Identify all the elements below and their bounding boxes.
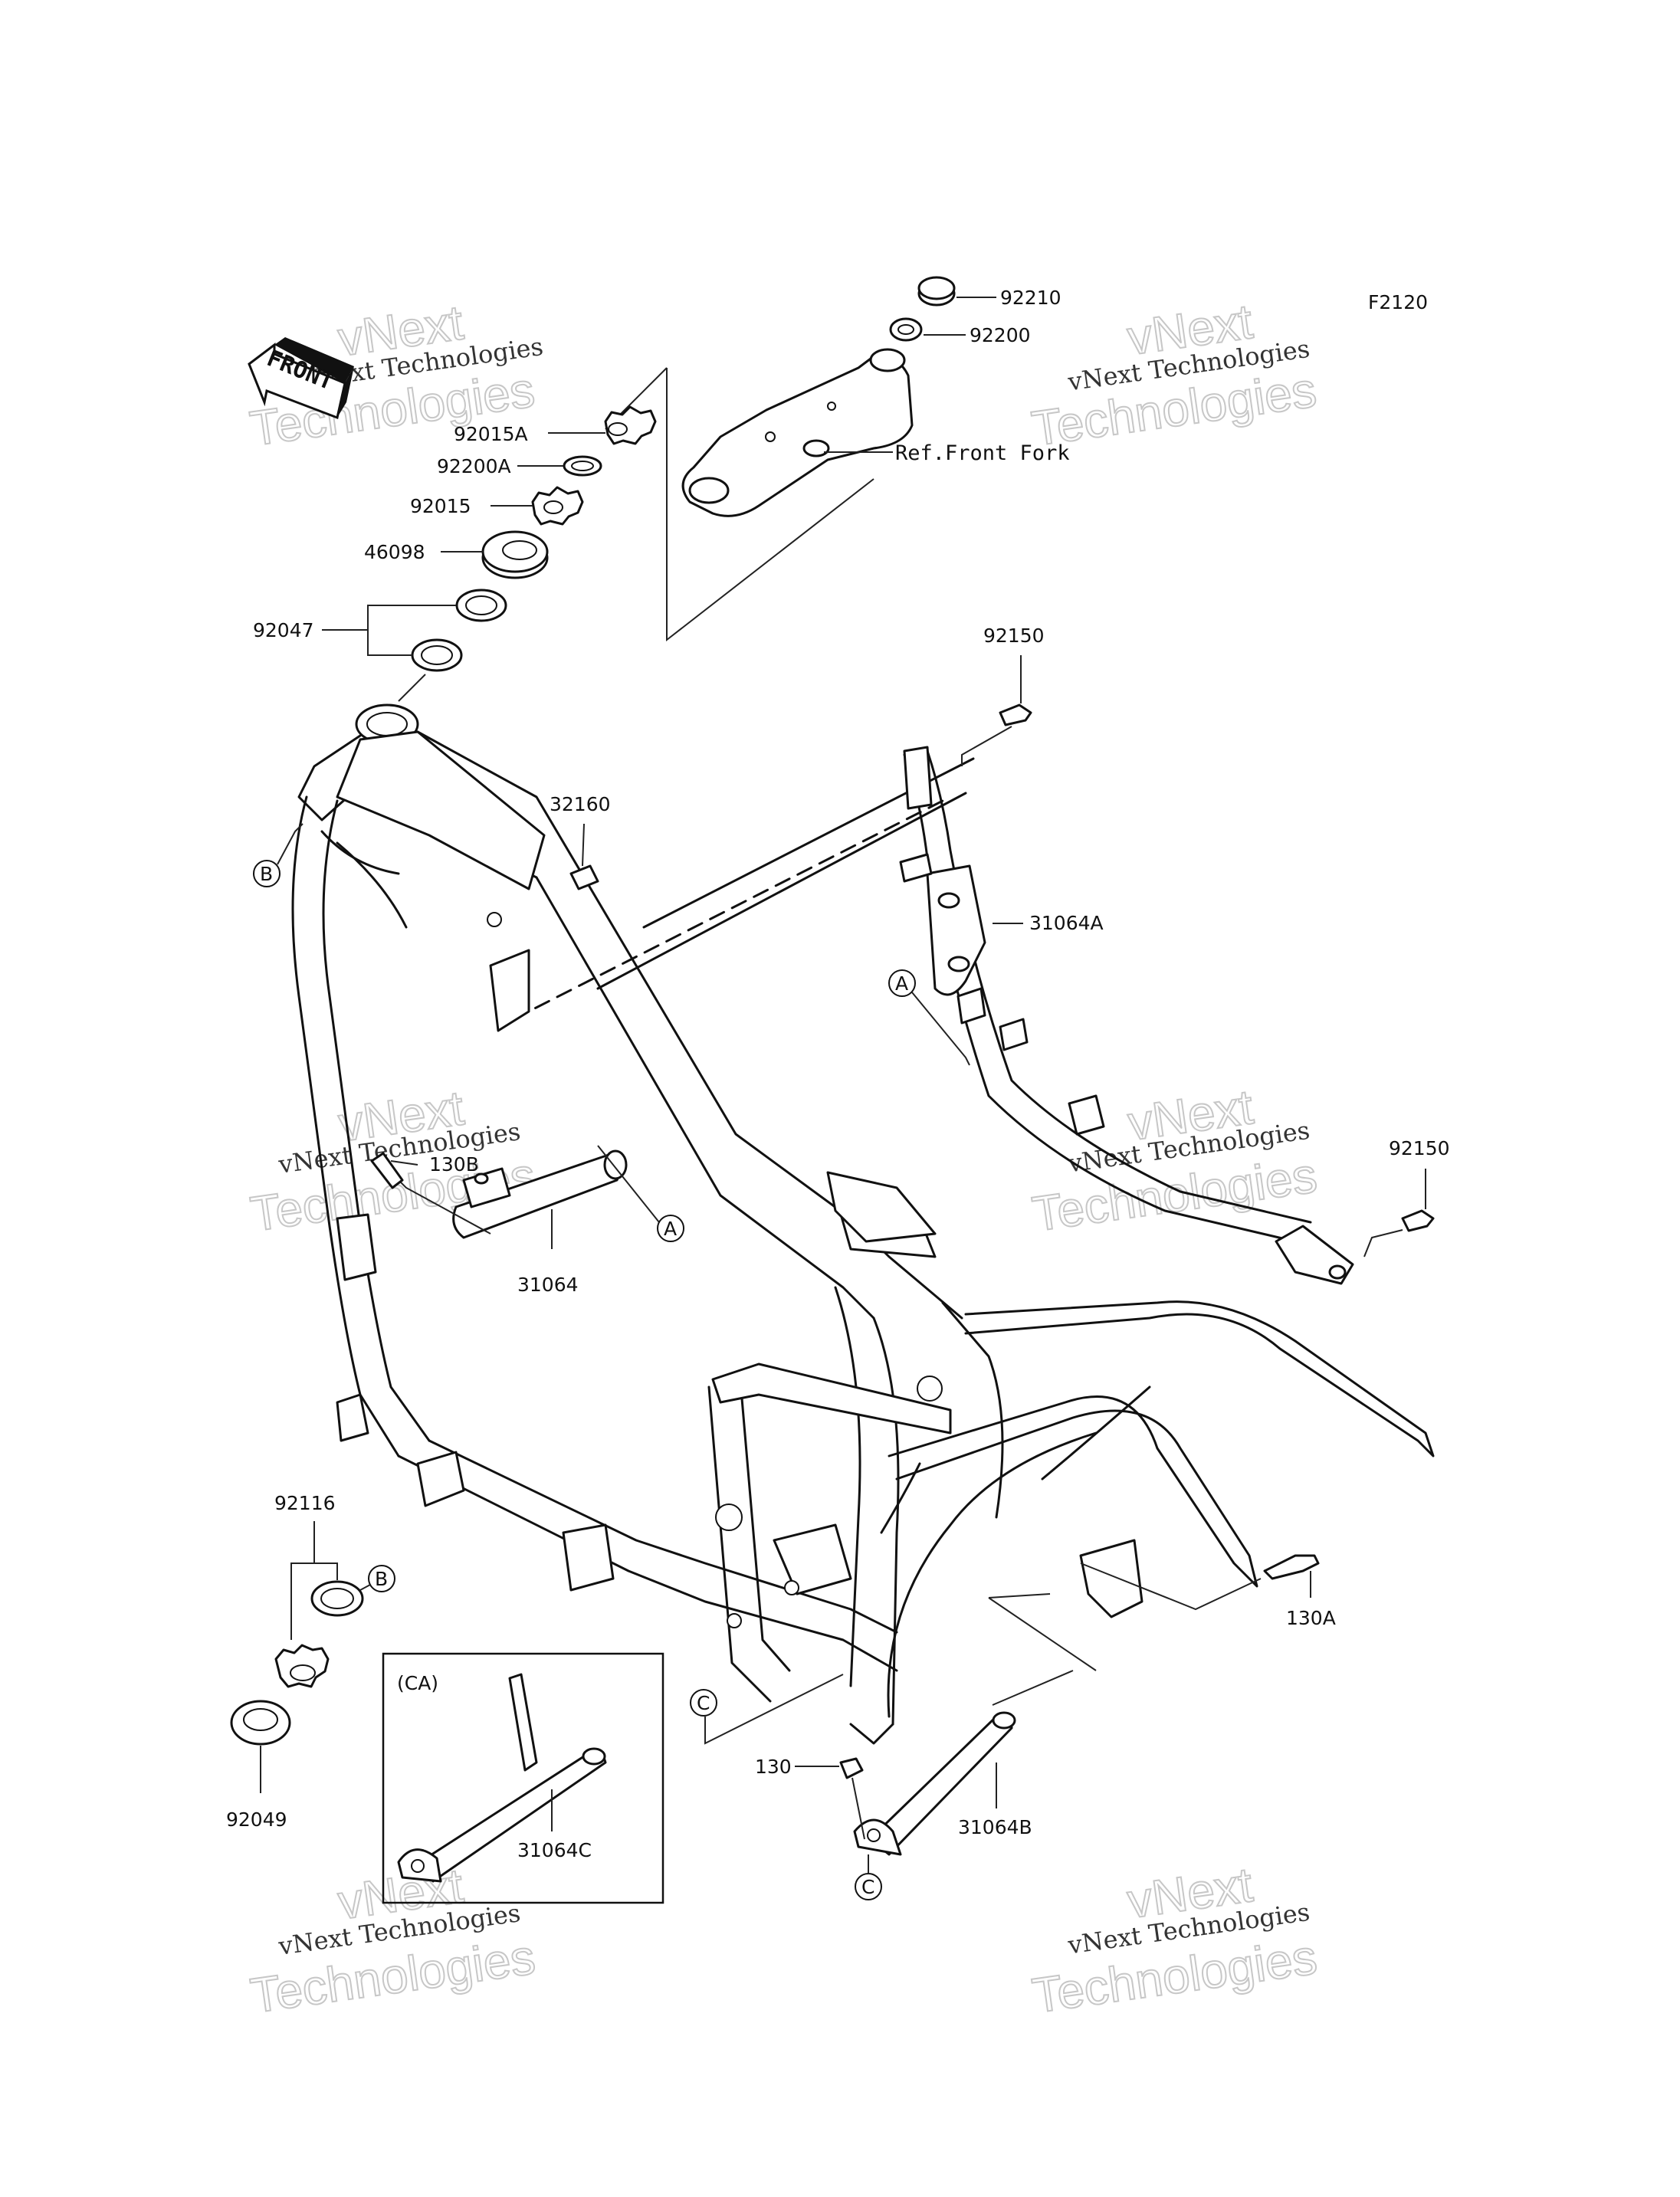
part-92047-bearings: 92047 [253,589,507,672]
part-46098-seal: 46098 [364,530,549,579]
svg-text:92150: 92150 [1389,1137,1450,1159]
watermark-bottom-left: vNext vNext Technologies Technologies [247,1857,540,2024]
part-92015-nut: 92015 [410,486,584,526]
svg-text:B: B [260,863,273,885]
callout-a-left: A [657,1215,684,1242]
svg-text:32160: 32160 [550,793,611,815]
callout-a-right: A [888,969,970,1066]
svg-text:130A: 130A [1286,1607,1336,1629]
part-92150-top-bolt: 92150 [961,625,1045,766]
svg-text:130: 130 [755,1756,792,1778]
svg-text:92049: 92049 [226,1808,287,1831]
watermark-bottom-right: vNext vNext Technologies Technologies [1029,1856,1321,2025]
part-92049-seal: 92049 [226,1700,291,1831]
svg-text:92015: 92015 [410,495,471,517]
svg-text:B: B [375,1568,388,1590]
svg-text:31064B: 31064B [958,1816,1032,1838]
part-92210-nut: 92210 [917,276,1061,309]
part-130A-bolt: 130A [1080,1554,1336,1629]
part-130-bolt: 130 [755,1756,865,1840]
svg-text:31064C: 31064C [517,1839,592,1861]
steering-stem-bracket-part: Ref.Front Fork [681,348,1070,517]
subassembly-ca-label: (CA) [397,1672,438,1694]
part-92200-washer: 92200 [889,317,1031,346]
svg-text:A: A [664,1218,677,1240]
subassembly-ca-box: (CA) 31064C [382,1652,664,1904]
callout-c-bottom: C [855,1854,882,1900]
svg-text:92210: 92210 [1000,287,1061,309]
svg-text:C: C [861,1876,874,1898]
svg-text:A: A [895,972,908,995]
part-31064B-bracket: 31064B [853,1593,1097,1856]
ref-front-fork-label: Ref.Front Fork [895,441,1070,465]
callout-b-top: B [253,823,304,887]
watermark-top-right: vNext vNext Technologies Technologies [1028,293,1321,457]
callout-c-left: C [690,1674,844,1745]
steering-stem-bracket [666,368,874,642]
svg-text:92116: 92116 [274,1492,336,1514]
svg-text:46098: 46098 [364,541,425,563]
part-92200A-lockwasher: 92200A [437,455,602,477]
part-92150-right-bolt: 92150 [1363,1137,1450,1258]
part-31064A-bracket: 31064A [899,746,1354,1285]
part-92116-bearing-set: 92116 [274,1492,364,1688]
svg-text:92015A: 92015A [454,423,528,445]
callout-b-bottom: B [359,1565,395,1592]
part-31064-footrest-bracket: 31064 [382,1145,671,1296]
svg-text:92047: 92047 [253,619,314,641]
svg-text:92150: 92150 [983,625,1045,647]
part-92015A-locknut: 92015A [454,405,657,445]
svg-text:92200A: 92200A [437,455,511,477]
svg-text:31064A: 31064A [1029,912,1104,934]
diagram-code: F2120 [1368,291,1428,313]
part-32160: 32160 [550,793,611,890]
svg-text:31064: 31064 [517,1274,579,1296]
svg-text:C: C [697,1692,710,1714]
svg-text:92200: 92200 [970,324,1031,346]
part-130B-bolt: 130B [370,1152,479,1189]
main-frame [291,703,1435,1745]
svg-text:130B: 130B [429,1153,479,1176]
